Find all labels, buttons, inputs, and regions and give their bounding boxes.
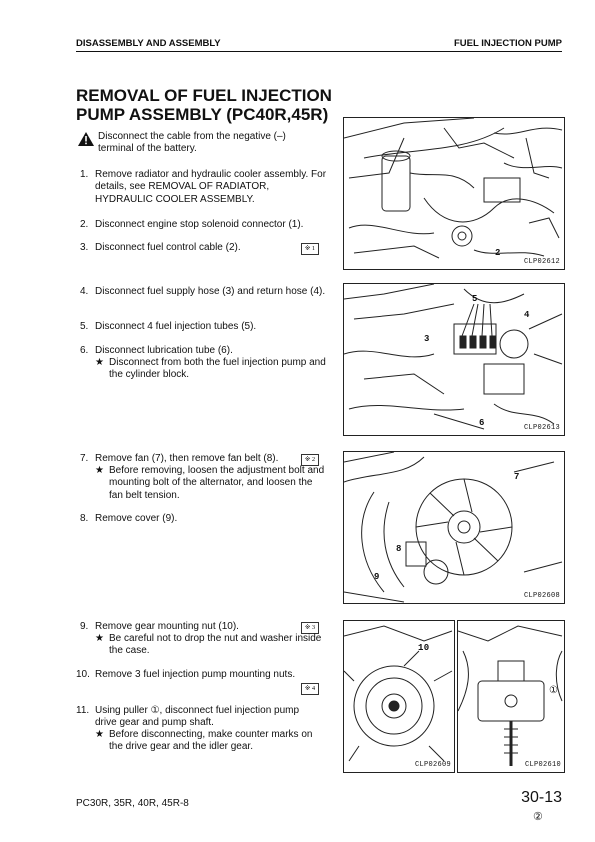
step-3: 3. Disconnect fuel control cable (2). bbox=[80, 242, 241, 253]
figure-fan-belt: 7 8 9 CLP02608 bbox=[343, 451, 565, 604]
ref-mark-2: ※ 2 bbox=[301, 454, 319, 466]
step-6: 6. Disconnect lubrication tube (6). bbox=[80, 345, 233, 356]
step-5: 5. Disconnect 4 fuel injection tubes (5)… bbox=[80, 321, 257, 332]
step-7-note: ★ Before removing, loosen the adjustment… bbox=[95, 465, 325, 501]
title-line-1: REMOVAL OF FUEL INJECTION bbox=[76, 86, 332, 105]
revision-mark: ② bbox=[533, 811, 543, 823]
step-11: 11. Using puller ①, disconnect fuel inje… bbox=[76, 705, 300, 729]
figure-puller: ① CLP02610 bbox=[457, 620, 565, 773]
engine-illustration bbox=[344, 625, 453, 762]
figure-caption: CLP02610 bbox=[524, 761, 561, 769]
figure-caption: CLP02609 bbox=[414, 761, 451, 769]
engine-illustration bbox=[344, 284, 563, 430]
figure-label: 4 bbox=[524, 310, 530, 320]
figure-label: 2 bbox=[495, 248, 501, 258]
ref-mark-4: ※ 4 bbox=[301, 683, 319, 695]
figure-label: 7 bbox=[514, 472, 520, 482]
step-9-note: ★ Be careful not to drop the nut and was… bbox=[95, 633, 322, 657]
engine-illustration bbox=[344, 118, 563, 259]
figure-caption: CLP02613 bbox=[523, 424, 560, 432]
figure-label: 8 bbox=[396, 544, 402, 554]
step-7: 7. Remove fan (7), then remove fan belt … bbox=[80, 453, 279, 464]
page-title: REMOVAL OF FUEL INJECTION PUMP ASSEMBLY … bbox=[76, 86, 332, 124]
figure-engine-stop-solenoid: 2 CLP02612 bbox=[343, 117, 565, 270]
figure-caption: CLP02608 bbox=[523, 592, 560, 600]
ref-mark-1: ※ 1 bbox=[301, 243, 319, 255]
figure-label: 10 bbox=[418, 643, 430, 653]
step-1: 1. Remove radiator and hydraulic cooler … bbox=[80, 169, 327, 205]
header-section: DISASSEMBLY AND ASSEMBLY bbox=[76, 38, 221, 49]
step-10: 10. Remove 3 fuel injection pump mountin… bbox=[76, 669, 296, 680]
footer-model: PC30R, 35R, 40R, 45R-8 bbox=[76, 798, 189, 809]
warning-icon bbox=[78, 132, 94, 146]
header-topic: FUEL INJECTION PUMP bbox=[453, 38, 562, 49]
ref-mark-3: ※ 3 bbox=[301, 622, 319, 634]
engine-illustration bbox=[344, 452, 563, 603]
figure-fuel-hoses-tubes: 3 4 5 6 CLP02613 bbox=[343, 283, 565, 436]
warning-text: Disconnect the cable from the negative (… bbox=[98, 131, 286, 155]
step-2: 2. Disconnect engine stop solenoid conne… bbox=[80, 219, 304, 230]
figure-label: 3 bbox=[424, 334, 430, 344]
figure-caption: CLP02612 bbox=[523, 258, 560, 266]
page-header: DISASSEMBLY AND ASSEMBLY FUEL INJECTION … bbox=[76, 37, 562, 52]
step-6-note: ★ Disconnect from both the fuel injectio… bbox=[95, 357, 326, 381]
engine-illustration bbox=[458, 625, 563, 766]
step-4: 4. Disconnect fuel supply hose (3) and r… bbox=[80, 286, 326, 297]
step-8: 8. Remove cover (9). bbox=[80, 513, 178, 524]
figure-label: 6 bbox=[479, 418, 485, 428]
figure-label: 5 bbox=[472, 294, 478, 304]
page-number: 30-13 bbox=[521, 789, 562, 806]
figure-gear-nut: 10 CLP02609 bbox=[343, 620, 455, 773]
title-line-2: PUMP ASSEMBLY (PC40R,45R) bbox=[76, 105, 329, 124]
step-9: 9. Remove gear mounting nut (10). bbox=[80, 621, 239, 632]
figure-label: 9 bbox=[374, 572, 380, 582]
step-11-note: ★ Before disconnecting, make counter mar… bbox=[95, 729, 313, 753]
figure-label: ① bbox=[549, 686, 559, 697]
